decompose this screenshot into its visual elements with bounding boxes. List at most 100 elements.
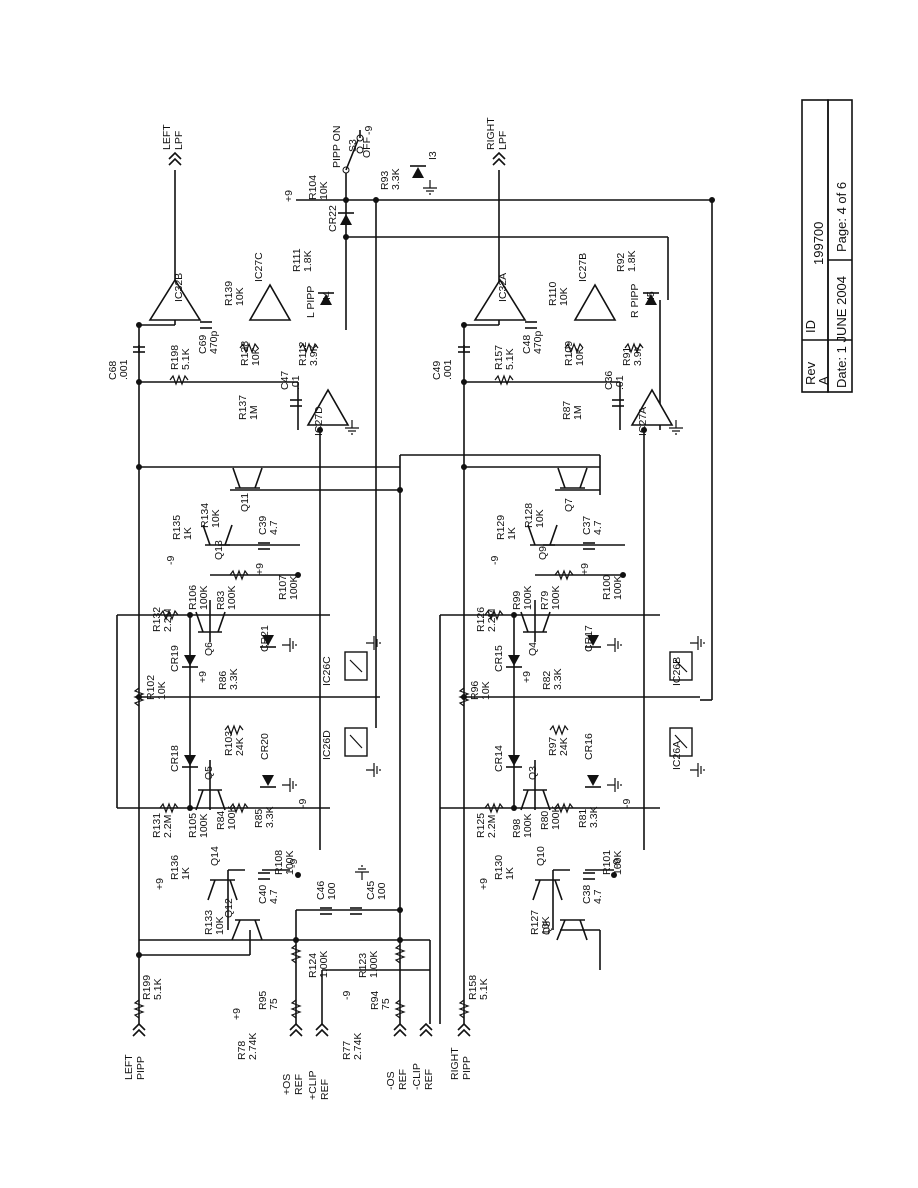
r-pipp-label: R PIPP (629, 284, 641, 318)
id-label: ID (803, 320, 818, 333)
resistor-r199 (133, 999, 145, 1019)
ref-r129: R129 (495, 515, 507, 540)
value-r98: 100K (522, 813, 534, 838)
ref-r105: R105 (187, 813, 199, 838)
value-r128: 10K (534, 509, 546, 528)
value-r137: 1M (248, 405, 260, 420)
transistor-q5 (195, 789, 226, 811)
value-c48: 470p (532, 330, 544, 354)
ref-q13: Q13 (213, 540, 225, 560)
transistor-q3 (520, 789, 551, 811)
value-r97: 24K (558, 737, 570, 756)
ref-q7: Q7 (563, 498, 575, 512)
off-label: OFF (361, 137, 373, 158)
value-r79: 100K (550, 585, 562, 610)
value-r198: 5.1K (180, 348, 192, 370)
value-r112: 3.9K (308, 344, 320, 366)
id-value: 199700 (811, 222, 826, 265)
resistor-r96 (458, 687, 470, 707)
transistor-q13 (202, 524, 233, 546)
ref-r135: R135 (171, 515, 183, 540)
ref-r132: R132 (151, 607, 163, 632)
resistor-r126 (484, 609, 504, 621)
ref-r112: R112 (297, 342, 309, 366)
ref-r158: R158 (467, 975, 479, 1000)
ref-r131: R131 (151, 813, 163, 838)
ref-q10: Q10 (535, 846, 547, 866)
resistor-r158 (458, 999, 470, 1019)
capacitor-c39 (258, 542, 270, 550)
resistor-r102 (133, 687, 145, 707)
ref-q4: Q4 (527, 642, 539, 656)
date-text: Date: 1 JUNE 2004 (834, 276, 849, 388)
resistor-r83 (229, 569, 249, 581)
ref-r107: R107 (277, 575, 289, 600)
ref-r108: R108 (273, 850, 285, 875)
diode-cr16 (585, 775, 601, 788)
neg-rail-label-s3: -9 (363, 126, 375, 135)
value-r82: 3.3K (552, 668, 564, 690)
value-c40: 4.7 (268, 889, 280, 904)
ref-ic26d: IC26D (321, 730, 333, 760)
ref-ic26c: IC26C (321, 656, 333, 686)
value-r126: 2.2M (486, 609, 498, 632)
capacitor-c68 (133, 345, 145, 353)
ref-r109: R109 (563, 341, 575, 366)
ref-r102: R102 (145, 675, 157, 700)
resistor-r123 (394, 944, 406, 964)
ref-r86: R86 (217, 671, 229, 690)
ground-symbols (282, 180, 705, 880)
ref-r138: R138 (239, 341, 251, 366)
ref-c48: C48 (521, 335, 533, 354)
value-r77: 2.74K (352, 1033, 364, 1060)
transistor-q6 (195, 611, 226, 633)
value-c37: 4.7 (592, 520, 604, 535)
capacitor-c46 (320, 907, 332, 915)
transistor-q7 (557, 467, 588, 489)
resistor-r103 (224, 724, 244, 736)
ref-q9: Q9 (537, 546, 549, 560)
ref-cr21: CR21 (259, 625, 271, 652)
resistor-r97 (549, 724, 569, 736)
ref-r100: R100 (601, 575, 613, 600)
value-r133: 10K (214, 916, 226, 935)
value-r81: 3.3K (588, 806, 600, 828)
ref-r96: R96 (469, 681, 481, 700)
neg-rail-label-r108: -9 (288, 859, 300, 868)
ref-r128: R128 (523, 503, 535, 528)
value-c47: .01 (290, 375, 302, 390)
left-pipp-label-2: PIPP (135, 1056, 147, 1080)
ref-c37: C37 (581, 516, 593, 535)
neg-os-ref-2: REF (397, 1069, 409, 1090)
value-r101: 100K (612, 850, 624, 875)
transistor-q12 (231, 919, 263, 941)
ref-cr16: CR16 (583, 733, 595, 760)
ref-ic26a: IC26A (671, 741, 683, 770)
pos-os-ref-2: REF (293, 1074, 305, 1095)
opamp-ic27d (306, 388, 350, 426)
ref-ic32a: IC32A (497, 273, 509, 302)
ref-q11: Q11 (239, 493, 251, 512)
rev-label: Rev (803, 361, 818, 385)
pos-rail-label-r100: +9 (579, 563, 591, 575)
ref-c36: C36 (603, 371, 615, 390)
value-r139: 10K (234, 287, 246, 306)
ref-r91: R91 (621, 347, 633, 366)
diode-cr21 (260, 635, 276, 648)
resistor-r95 (290, 999, 302, 1019)
ref-r87: R87 (561, 401, 573, 420)
transistor-q10 (532, 879, 563, 901)
diode-i3 (410, 165, 426, 178)
ref-c38: C38 (581, 885, 593, 904)
ref-r103: R103 (223, 731, 235, 756)
pos-os-ref-1: +OS (281, 1074, 293, 1095)
pos-rail-label-q10: +9 (478, 878, 490, 890)
resistor-r198 (169, 374, 189, 386)
ref-cr19: CR19 (169, 645, 181, 672)
resistor-r125 (484, 802, 504, 814)
value-c39: 4.7 (268, 520, 280, 535)
right-pipp-connector: RIGHT PIPP (449, 1022, 473, 1080)
resistor-r131 (159, 802, 179, 814)
